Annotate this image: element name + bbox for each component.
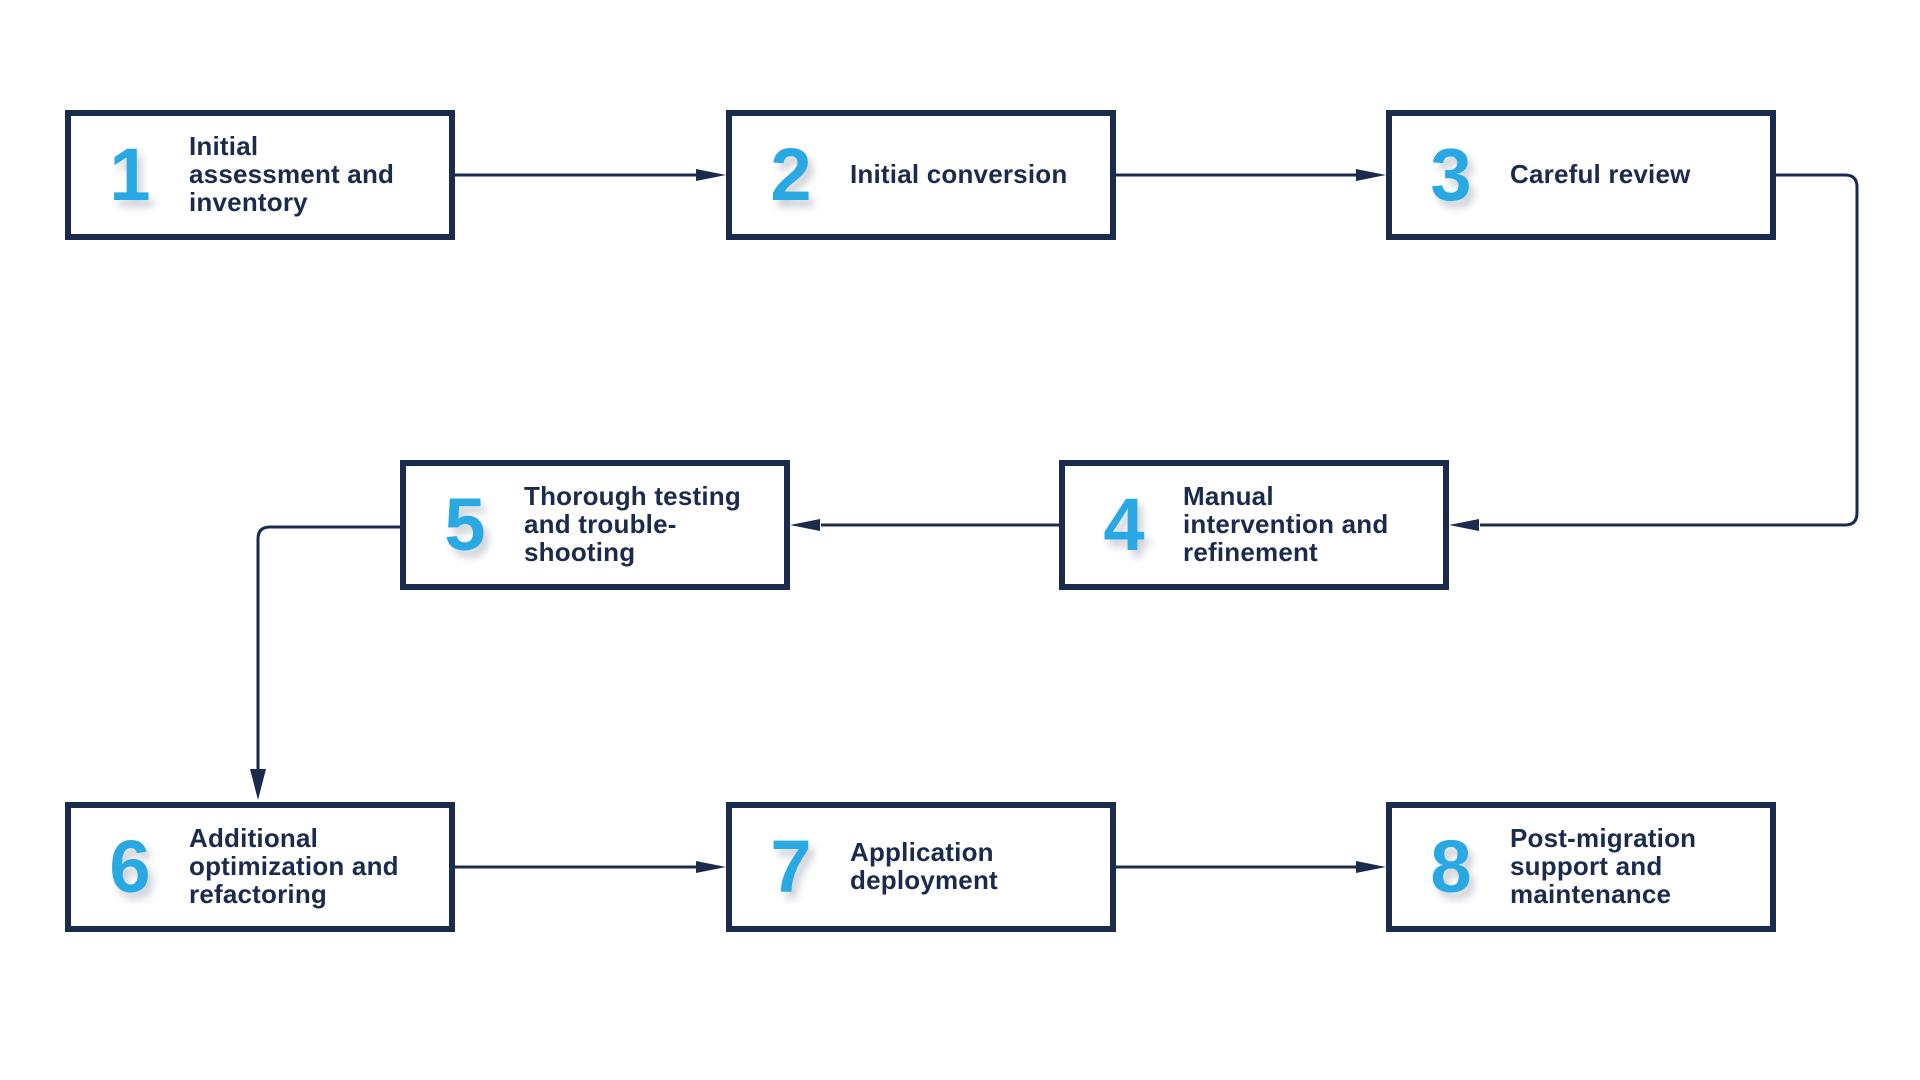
step-label-7: Application deployment	[850, 837, 998, 895]
step-label-4: Manual intervention and refinement	[1183, 481, 1389, 567]
step-box-5: 5 Thorough testing and trouble- shooting	[400, 460, 790, 590]
step-number-2: 2	[770, 133, 812, 216]
step-box-4: 4 Manual intervention and refinement	[1059, 460, 1449, 590]
step-box-6: 6 Additional optimization and refactorin…	[65, 802, 455, 932]
step-box-8: 8 Post-migration support and maintenance	[1386, 802, 1776, 932]
arrow-step2-to-step3	[1116, 169, 1386, 181]
step-label-1: Initial assessment and inventory	[189, 131, 395, 217]
step-label-2: Initial conversion	[850, 159, 1068, 190]
arrow-step5-to-step6	[250, 525, 400, 800]
step-number-1: 1	[109, 133, 151, 216]
step-box-2: 2 Initial conversion	[726, 110, 1116, 240]
step-number-8: 8	[1430, 825, 1472, 908]
arrow-step6-to-step7	[455, 861, 726, 873]
step-box-7: 7 Application deployment	[726, 802, 1116, 932]
arrow-step4-to-step5	[790, 519, 1059, 531]
step-box-3: 3 Careful review	[1386, 110, 1776, 240]
step-label-6: Additional optimization and refactoring	[189, 823, 399, 909]
step-label-3: Careful review	[1510, 159, 1691, 190]
step-number-3: 3	[1430, 133, 1472, 216]
step-number-6: 6	[109, 825, 151, 908]
step-number-5: 5	[444, 483, 486, 566]
step-label-5: Thorough testing and trouble- shooting	[524, 481, 741, 567]
arrow-step7-to-step8	[1116, 861, 1386, 873]
arrow-step1-to-step2	[455, 169, 726, 181]
step-number-7: 7	[770, 825, 812, 908]
step-number-4: 4	[1103, 483, 1145, 566]
step-label-8: Post-migration support and maintenance	[1510, 823, 1697, 909]
step-box-1: 1 Initial assessment and inventory	[65, 110, 455, 240]
